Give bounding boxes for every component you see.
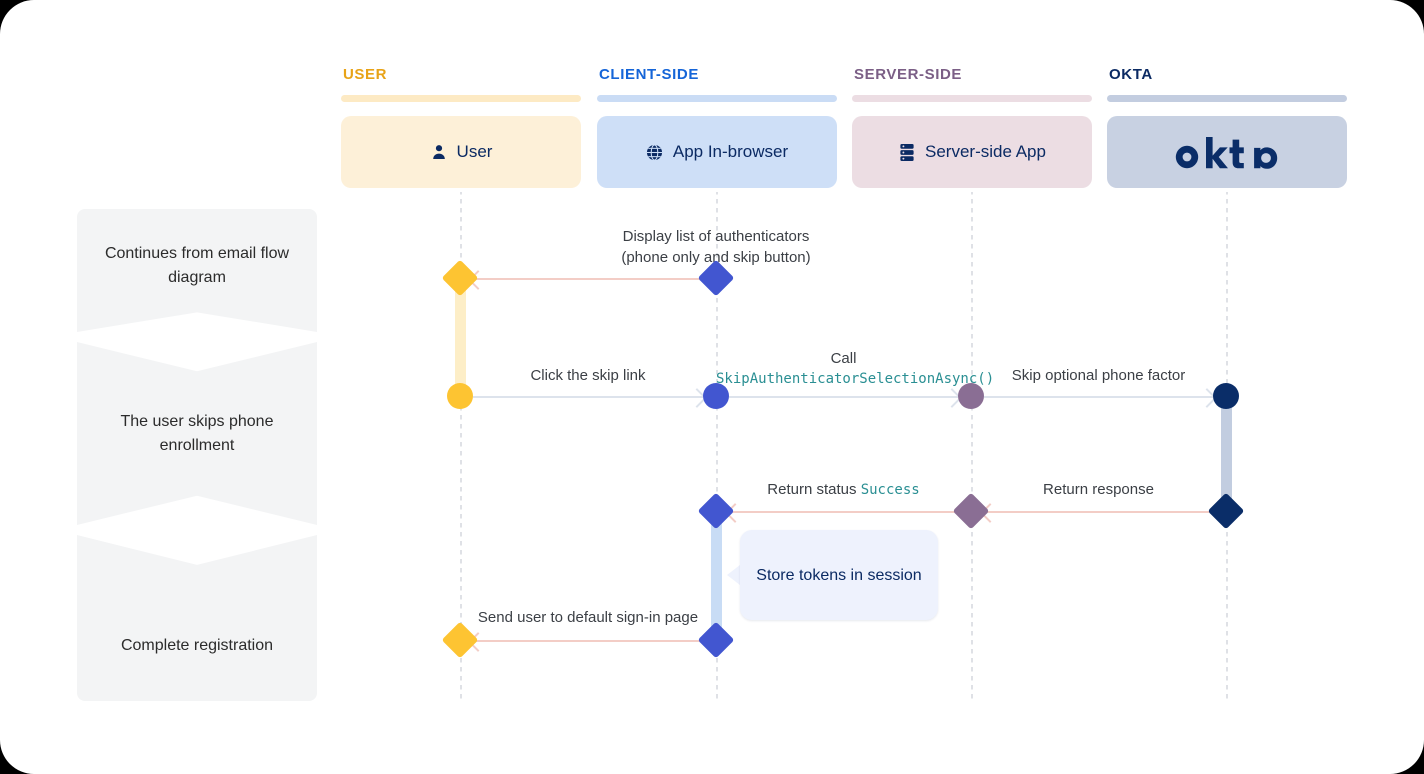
lane-client: CLIENT-SIDE App In-browser xyxy=(597,66,837,188)
message-code-3: SkipAuthenticatorSelectionAsync() xyxy=(716,371,995,387)
note-store-tokens: Store tokens in session xyxy=(740,530,938,620)
step-panel-2: The user skips phone enrollment xyxy=(77,342,317,525)
step-label-3: Complete registration xyxy=(120,637,274,654)
arrow-line-6 xyxy=(984,511,1214,513)
lane-accent-server xyxy=(852,95,1092,102)
message-label-7: Send user to default sign-in page xyxy=(477,609,699,626)
message-label-5: Return status Success xyxy=(716,479,971,501)
message-label-1: Display list of authenticators (phone on… xyxy=(460,226,972,268)
lifeline-user xyxy=(460,192,462,701)
lane-okta: OKTA xyxy=(1107,66,1347,188)
activation-client xyxy=(711,511,722,642)
lane-accent-okta xyxy=(1107,95,1347,102)
node-client: App In-browser xyxy=(597,116,837,188)
lane-server: SERVER-SIDE Server-side App xyxy=(852,66,1092,188)
message-text-1b: (phone only and skip button) xyxy=(621,249,811,266)
message-label-3: Call SkipAuthenticatorSelectionAsync() xyxy=(716,349,994,389)
lifeline-server xyxy=(971,192,973,701)
node-server: Server-side App xyxy=(852,116,1092,188)
step-panel-1: Continues from email flow diagram xyxy=(77,209,317,332)
step-label-2: The user skips phone enrollment xyxy=(120,412,274,454)
lane-accent-client xyxy=(597,95,837,102)
message-text-5: Return status xyxy=(767,481,861,498)
lane-title-okta: OKTA xyxy=(1109,66,1153,83)
lane-accent-user xyxy=(341,95,581,102)
activation-user xyxy=(455,278,466,398)
message-label-2: Click the skip link xyxy=(530,367,646,384)
arrow-line-7 xyxy=(472,640,704,642)
step-panel-3: Complete registration xyxy=(77,535,317,701)
node-okta xyxy=(1107,116,1347,188)
message-arrow-7 xyxy=(468,632,704,652)
okta-logo xyxy=(1173,135,1281,169)
arrow-line-3 xyxy=(729,396,958,398)
marker-okta-circle xyxy=(1213,383,1239,409)
message-text-3: Call xyxy=(830,350,857,367)
lane-title-user: USER xyxy=(343,66,388,83)
node-user: User xyxy=(341,116,581,188)
message-text-1a: Display list of authenticators xyxy=(622,228,810,245)
step-label-1: Continues from email flow diagram xyxy=(104,244,290,286)
arrow-line-1 xyxy=(472,278,704,280)
message-arrow-6 xyxy=(980,503,1214,523)
lane-title-client: CLIENT-SIDE xyxy=(599,66,699,83)
message-arrow-4 xyxy=(984,388,1217,408)
marker-user-circle xyxy=(447,383,473,409)
node-label-server: Server-side App xyxy=(925,142,1046,161)
arrow-line-5 xyxy=(729,511,959,513)
lifeline-client xyxy=(716,192,718,701)
marker-client-circle xyxy=(703,383,729,409)
lane-user: USER User xyxy=(341,66,581,188)
message-arrow-3 xyxy=(729,388,962,408)
step-rail: Continues from email flow diagram The us… xyxy=(77,209,317,701)
marker-server-circle xyxy=(958,383,984,409)
lane-title-server: SERVER-SIDE xyxy=(854,66,963,83)
message-label-4: Skip optional phone factor xyxy=(1011,367,1186,384)
message-code-5: Success xyxy=(860,482,920,498)
activation-okta xyxy=(1221,396,1232,512)
node-label-client: App In-browser xyxy=(672,142,789,161)
message-label-6: Return response xyxy=(1043,481,1154,498)
message-arrow-1 xyxy=(468,270,704,290)
note-text: Store tokens in session xyxy=(756,566,922,584)
message-arrow-5 xyxy=(725,503,959,523)
globe-icon xyxy=(646,143,664,161)
message-arrow-2 xyxy=(473,388,707,408)
node-label-user: User xyxy=(456,142,493,161)
person-icon xyxy=(430,143,448,161)
server-icon xyxy=(898,143,916,161)
arrow-line-2 xyxy=(473,396,703,398)
arrow-line-4 xyxy=(984,396,1213,398)
